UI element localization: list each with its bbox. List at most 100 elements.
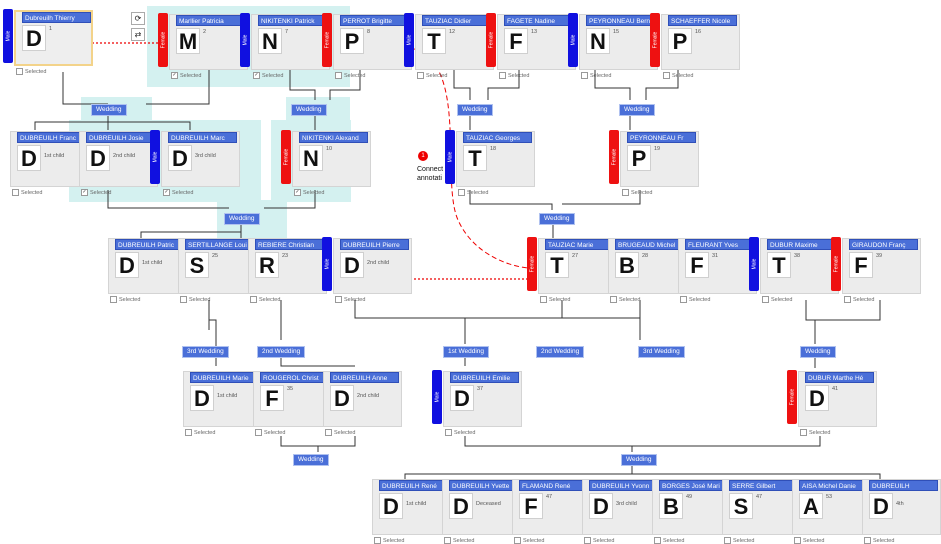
checkbox-box[interactable] bbox=[499, 72, 506, 79]
selected-checkbox[interactable]: Selected bbox=[325, 429, 355, 436]
selected-checkbox[interactable]: Selected bbox=[335, 72, 365, 79]
checkbox-box[interactable] bbox=[185, 429, 192, 436]
checkbox-box[interactable]: ✓ bbox=[253, 72, 260, 79]
checkbox-box[interactable] bbox=[663, 72, 670, 79]
wedding-node[interactable]: Wedding bbox=[457, 104, 493, 116]
wedding-node[interactable]: Wedding bbox=[293, 454, 329, 466]
wedding-node[interactable]: 2nd Wedding bbox=[536, 346, 585, 358]
checkbox-box[interactable]: ✓ bbox=[171, 72, 178, 79]
checkbox-box[interactable] bbox=[250, 296, 257, 303]
checkbox-box[interactable] bbox=[325, 429, 332, 436]
annotation-marker[interactable]: 1 bbox=[418, 151, 428, 161]
selected-checkbox[interactable]: Selected bbox=[12, 189, 42, 196]
checkbox-box[interactable] bbox=[844, 296, 851, 303]
checkbox-box[interactable] bbox=[12, 189, 19, 196]
selected-checkbox[interactable]: Selected bbox=[540, 296, 570, 303]
selected-checkbox[interactable]: Selected bbox=[654, 537, 684, 544]
selected-checkbox[interactable]: Selected bbox=[724, 537, 754, 544]
checkbox-box[interactable] bbox=[514, 537, 521, 544]
selected-checkbox[interactable]: Selected bbox=[794, 537, 824, 544]
selected-checkbox[interactable]: Selected bbox=[622, 189, 652, 196]
checkbox-box[interactable]: ✓ bbox=[294, 189, 301, 196]
wedding-node[interactable]: 2nd Wedding bbox=[257, 346, 306, 358]
selected-checkbox[interactable]: Selected bbox=[185, 429, 215, 436]
selected-checkbox[interactable]: ✓Selected bbox=[294, 189, 324, 196]
selected-checkbox[interactable]: Selected bbox=[255, 429, 285, 436]
checkbox-box[interactable] bbox=[610, 296, 617, 303]
selected-checkbox[interactable]: Selected bbox=[663, 72, 693, 79]
selected-checkbox[interactable]: Selected bbox=[444, 537, 474, 544]
wedding-node[interactable]: 1st Wedding bbox=[443, 346, 490, 358]
selected-checkbox[interactable]: Selected bbox=[374, 537, 404, 544]
checkbox-box[interactable] bbox=[680, 296, 687, 303]
selected-checkbox[interactable]: Selected bbox=[584, 537, 614, 544]
selected-checkbox[interactable]: Selected bbox=[610, 296, 640, 303]
wedding-node[interactable]: Wedding bbox=[800, 346, 836, 358]
checkbox-box[interactable] bbox=[794, 537, 801, 544]
selected-checkbox[interactable]: Selected bbox=[445, 429, 475, 436]
checkbox-box[interactable] bbox=[622, 189, 629, 196]
selected-checkbox[interactable]: ✓Selected bbox=[163, 189, 193, 196]
selected-checkbox[interactable]: Selected bbox=[800, 429, 830, 436]
rotate-icon[interactable]: ⟳ bbox=[131, 12, 145, 25]
selected-checkbox[interactable]: Selected bbox=[864, 537, 894, 544]
checkbox-box[interactable] bbox=[581, 72, 588, 79]
checkbox-box[interactable] bbox=[762, 296, 769, 303]
selected-checkbox[interactable]: Selected bbox=[180, 296, 210, 303]
wedding-node[interactable]: 3rd Wedding bbox=[638, 346, 685, 358]
checkbox-box[interactable] bbox=[16, 68, 23, 75]
wedding-node[interactable]: 3rd Wedding bbox=[182, 346, 229, 358]
wedding-node[interactable]: Wedding bbox=[621, 454, 657, 466]
selected-checkbox[interactable]: Selected bbox=[250, 296, 280, 303]
selected-checkbox[interactable]: Selected bbox=[680, 296, 710, 303]
checkbox-box[interactable] bbox=[458, 189, 465, 196]
checkbox-box[interactable] bbox=[864, 537, 871, 544]
checkbox-box[interactable] bbox=[110, 296, 117, 303]
selected-checkbox[interactable]: Selected bbox=[335, 296, 365, 303]
selected-checkbox[interactable]: Selected bbox=[110, 296, 140, 303]
checkbox-box[interactable]: ✓ bbox=[163, 189, 170, 196]
link-icon[interactable]: ⇄ bbox=[131, 28, 145, 41]
checkbox-box[interactable] bbox=[800, 429, 807, 436]
checkbox-box[interactable] bbox=[374, 537, 381, 544]
checkbox-box[interactable] bbox=[180, 296, 187, 303]
checkbox-box[interactable] bbox=[654, 537, 661, 544]
selected-checkbox[interactable]: ✓Selected bbox=[171, 72, 201, 79]
wedding-node[interactable]: Wedding bbox=[539, 213, 575, 225]
checkbox-box[interactable] bbox=[417, 72, 424, 79]
selected-checkbox[interactable]: Selected bbox=[499, 72, 529, 79]
selected-checkbox[interactable]: Selected bbox=[581, 72, 611, 79]
checkbox-box[interactable]: ✓ bbox=[81, 189, 88, 196]
wedding-node[interactable]: Wedding bbox=[224, 213, 260, 225]
checkbox-box[interactable] bbox=[724, 537, 731, 544]
